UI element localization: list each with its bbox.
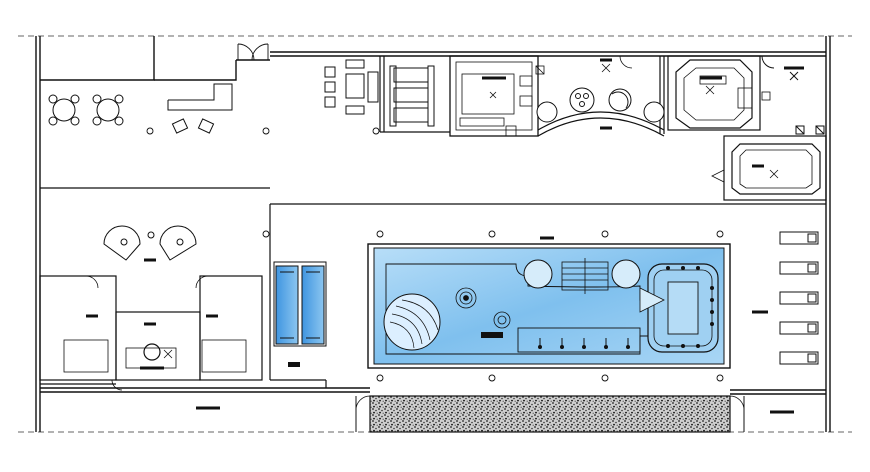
pool-light-head [604,345,608,349]
change-rooms [39,275,263,391]
fountain [455,287,511,329]
lounge-chairs [171,118,215,134]
sun-lounger-headrest [807,293,817,303]
jacuzzi-jet [710,310,714,314]
pool-round-end [383,293,441,351]
pool-feature-left [523,259,553,289]
sun-lounger-headrest [807,263,817,273]
pool-feature-right [611,259,641,289]
sun-lounger-headrest [807,323,817,333]
bench-seats [481,332,503,338]
bar-counter [167,83,233,111]
pool-light-head [538,345,542,349]
outer-walls [35,36,831,432]
round-tubs [536,87,665,123]
patio-table-1 [48,94,80,126]
jacuzzi-jet [666,266,670,270]
main-pool [367,243,731,369]
entry-doors [237,43,269,61]
lounge-walls [379,56,450,133]
partition-walls [40,187,826,388]
sun-loungers [779,231,819,365]
pool-light-head [582,345,586,349]
jacuzzi-jet [710,322,714,326]
curved-room [537,55,665,137]
pool-lights [538,338,630,349]
jacuzzi-jet [696,344,700,348]
jacuzzi [639,263,719,353]
octagon-steam-room [667,55,771,131]
upper-right-room [761,55,825,135]
pool-light-head [560,345,564,349]
pool-steps [561,258,609,294]
jacuzzi-jet [710,286,714,290]
patio-table-2 [92,94,124,126]
sun-lounger-headrest [807,233,817,243]
jacuzzi-jet [666,344,670,348]
jacuzzi-jet [681,266,685,270]
jacuzzi-jet [681,344,685,348]
column-markers [146,127,724,382]
lap-lane-mark [288,362,300,367]
jacuzzi-jet [710,298,714,302]
boundary-lines [18,35,852,433]
jacuzzi-jets [666,266,714,348]
gravel-terrace [355,395,745,433]
lounge-furniture [324,59,379,115]
lap-lanes [273,261,327,347]
pool-light-head [626,345,630,349]
cabana-chairs [103,225,197,261]
whirlpool-room [711,135,827,201]
pool-bench [517,327,641,353]
booth-seating [389,65,435,127]
sun-lounger-headrest [807,353,817,363]
kitchen-room [449,55,545,137]
jacuzzi-jet [696,266,700,270]
